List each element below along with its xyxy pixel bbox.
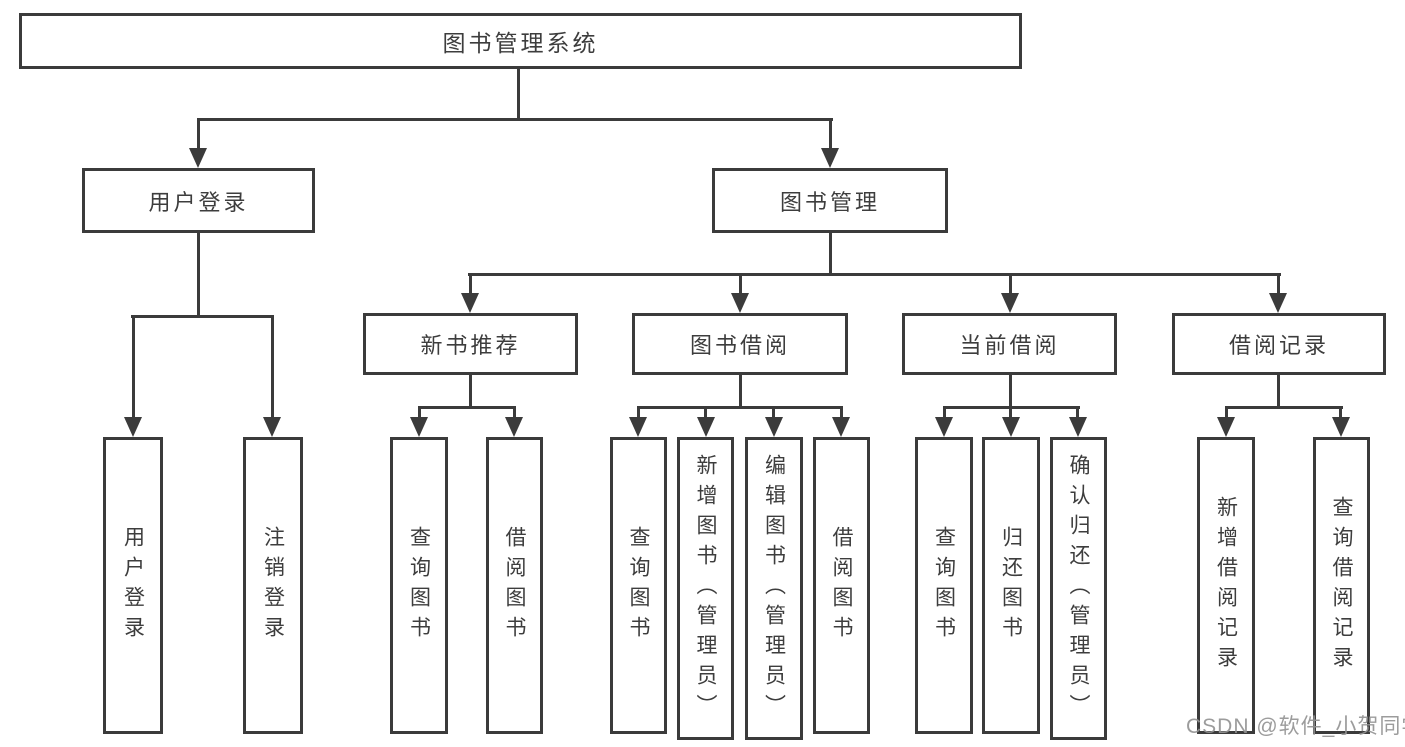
connector-line — [197, 118, 833, 121]
arrow-down-icon — [731, 293, 749, 313]
leaf-query-books-borrowing: 查询图书 — [610, 437, 667, 734]
connector-line — [271, 315, 274, 419]
connector-line — [418, 406, 421, 419]
node-book-borrowing: 图书借阅 — [632, 313, 848, 375]
node-user-login-label: 用户登录 — [148, 189, 249, 215]
connector-line — [1277, 375, 1280, 408]
connector-line — [469, 273, 472, 295]
leaf-logout-login: 注销登录 — [243, 437, 303, 734]
leaf-add-borrow-record: 新增借阅记录 — [1197, 437, 1255, 734]
node-borrowing-records-label: 借阅记录 — [1228, 333, 1329, 358]
arrow-down-icon — [1001, 293, 1019, 313]
node-library-management-system: 图书管理系统 — [19, 13, 1022, 69]
arrow-down-icon — [697, 417, 715, 437]
connector-line — [1009, 375, 1012, 408]
node-borrowing-records: 借阅记录 — [1172, 313, 1386, 375]
leaf-borrow-books-borrowing-label: 借阅图书 — [830, 525, 853, 646]
leaf-user-login-label: 用户登录 — [121, 525, 145, 646]
connector-line — [1339, 406, 1342, 419]
arrow-down-icon — [1217, 417, 1235, 437]
connector-line — [829, 118, 832, 150]
leaf-query-borrow-record: 查询借阅记录 — [1313, 437, 1370, 734]
arrow-down-icon — [461, 293, 479, 313]
connector-line — [418, 406, 516, 409]
leaf-logout-login-label: 注销登录 — [261, 525, 285, 646]
leaf-query-books-recommend: 查询图书 — [390, 437, 448, 734]
arrow-down-icon — [1002, 417, 1020, 437]
leaf-query-books-recommend-label: 查询图书 — [407, 525, 431, 646]
connector-line — [1009, 406, 1012, 419]
connector-line — [739, 273, 742, 295]
node-book-borrowing-label: 图书借阅 — [689, 333, 790, 358]
connector-line — [704, 406, 707, 419]
csdn-watermark: CSDN @软件_小贺同学 — [1186, 715, 1405, 738]
arrow-down-icon — [765, 417, 783, 437]
connector-line — [513, 406, 516, 419]
connector-line — [132, 315, 135, 419]
connector-line — [468, 273, 1281, 276]
arrow-down-icon — [629, 417, 647, 437]
connector-line — [840, 406, 843, 419]
arrow-down-icon — [189, 148, 207, 168]
connector-line — [1076, 406, 1079, 419]
leaf-query-books-current: 查询图书 — [915, 437, 973, 734]
connector-line — [469, 375, 472, 408]
connector-line — [772, 406, 775, 419]
leaf-query-borrow-record-label: 查询借阅记录 — [1330, 495, 1353, 676]
node-library-management-system-label: 图书管理系统 — [442, 30, 599, 56]
arrow-down-icon — [1332, 417, 1350, 437]
node-book-management: 图书管理 — [712, 168, 948, 233]
connector-line — [197, 118, 200, 150]
arrow-down-icon — [263, 417, 281, 437]
connector-line — [829, 232, 832, 275]
arrow-down-icon — [124, 417, 142, 437]
leaf-add-borrow-record-label: 新增借阅记录 — [1214, 495, 1238, 676]
arrow-down-icon — [832, 417, 850, 437]
arrow-down-icon — [505, 417, 523, 437]
leaf-confirm-return-admin: 确认归还（管理员） — [1050, 437, 1107, 740]
arrow-down-icon — [1269, 293, 1287, 313]
arrow-down-icon — [821, 148, 839, 168]
leaf-add-book-admin-label: 新增图书（管理员） — [694, 453, 717, 724]
leaf-user-login: 用户登录 — [103, 437, 163, 734]
leaf-confirm-return-admin-label: 确认归还（管理员） — [1067, 453, 1090, 724]
connector-line — [943, 406, 946, 419]
leaf-borrow-books-recommend: 借阅图书 — [486, 437, 543, 734]
leaf-query-books-current-label: 查询图书 — [932, 525, 956, 646]
arrow-down-icon — [1069, 417, 1087, 437]
leaf-borrow-books-borrowing: 借阅图书 — [813, 437, 870, 734]
leaf-edit-book-admin: 编辑图书（管理员） — [745, 437, 803, 740]
node-new-book-recommend-label: 新书推荐 — [420, 333, 521, 358]
connector-line — [1009, 273, 1012, 295]
connector-line — [637, 406, 843, 409]
connector-line — [1277, 273, 1280, 295]
node-current-borrowing: 当前借阅 — [902, 313, 1117, 375]
node-new-book-recommend: 新书推荐 — [363, 313, 578, 375]
connector-line — [131, 315, 274, 318]
leaf-query-books-borrowing-label: 查询图书 — [627, 525, 650, 646]
leaf-edit-book-admin-label: 编辑图书（管理员） — [762, 453, 786, 724]
connector-line — [1225, 406, 1343, 409]
arrow-down-icon — [935, 417, 953, 437]
leaf-borrow-books-recommend-label: 借阅图书 — [503, 525, 526, 646]
leaf-return-book: 归还图书 — [982, 437, 1040, 734]
node-user-login: 用户登录 — [82, 168, 315, 233]
node-book-management-label: 图书管理 — [779, 189, 880, 215]
node-current-borrowing-label: 当前借阅 — [959, 333, 1060, 358]
connector-line — [637, 406, 640, 419]
connector-line — [739, 375, 742, 408]
connector-line — [517, 68, 520, 118]
connector-line — [197, 232, 200, 317]
arrow-down-icon — [410, 417, 428, 437]
leaf-add-book-admin: 新增图书（管理员） — [677, 437, 734, 740]
leaf-return-book-label: 归还图书 — [999, 525, 1023, 646]
connector-line — [1225, 406, 1228, 419]
